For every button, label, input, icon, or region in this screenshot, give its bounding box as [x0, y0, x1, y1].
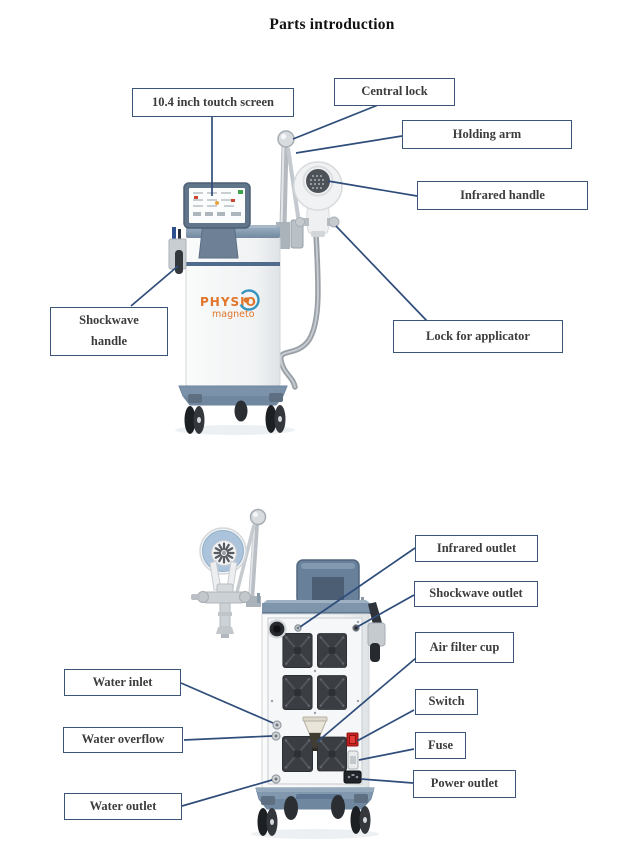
callout-infrared-outlet: Infrared outlet [415, 535, 538, 562]
callout-power-outlet: Power outlet [413, 770, 516, 798]
central-lock-ball [277, 130, 295, 148]
callout-holding-arm: Holding arm [402, 120, 572, 149]
logo-swoosh-icon [238, 289, 260, 311]
line-water-inlet [180, 682, 274, 724]
central-lock-ball-back [249, 508, 267, 526]
callout-holding-arm-label: Holding arm [452, 126, 522, 141]
callout-central-lock-label: Central lock [361, 84, 428, 99]
floor-shadow [175, 425, 295, 435]
applicator-cable [278, 231, 321, 390]
line-shockwave-outlet [356, 594, 415, 628]
caster-wheel-rear-right [331, 795, 345, 819]
callout-air-filter-cup: Air filter cup [415, 632, 514, 663]
water-outlet-port [271, 774, 281, 784]
callout-water-outlet-label: Water outlet [89, 798, 157, 813]
callout-lock-for-applicator-label: Lock for applicator [426, 328, 530, 343]
callout-water-overflow: Water overflow [63, 727, 183, 753]
callout-water-inlet: Water inlet [64, 669, 181, 696]
screen-back [296, 559, 360, 610]
callout-water-outlet: Water outlet [64, 793, 182, 820]
line-power-outlet [360, 778, 414, 784]
holding-arm-back [234, 523, 261, 607]
line-infrared-outlet [299, 547, 416, 628]
caster-wheel-front-left [257, 796, 278, 836]
callout-infrared-handle: Infrared handle [417, 181, 588, 210]
callout-water-overflow-label: Water overflow [81, 732, 165, 747]
applicator-head-back [199, 527, 247, 575]
page-title: Parts introduction [269, 16, 395, 33]
callout-central-lock: Central lock [334, 78, 455, 106]
back-device-illustration [191, 508, 386, 839]
callout-water-inlet-label: Water inlet [92, 674, 153, 689]
infrared-applicator-head [293, 161, 343, 234]
floor-shadow [251, 829, 379, 839]
line-holding-arm [295, 135, 403, 154]
callout-power-outlet-label: Power outlet [430, 776, 499, 791]
touch-screen [183, 182, 251, 229]
line-central-lock [292, 104, 379, 140]
air-filter-cup [302, 716, 328, 751]
ball-highlight [253, 512, 258, 517]
stored-shockwave-handle [367, 602, 386, 662]
line-shockwave-handle [130, 265, 179, 307]
callout-infrared-outlet-label: Infrared outlet [436, 540, 517, 555]
callout-shockwave-handle-label-line1: Shockwave [79, 313, 139, 328]
callout-switch: Switch [415, 689, 478, 715]
physio-magneto-logo: PHYSIO magneto [200, 289, 260, 320]
line-infrared-handle [327, 180, 418, 197]
shockwave-handle-holder [168, 227, 187, 274]
callout-touch-screen-label: 10.4 inch toutch screen [152, 94, 274, 109]
callout-shockwave-handle-label-line2: handle [90, 334, 128, 348]
applicator-yoke [191, 560, 251, 638]
line-air-filter-cup [316, 657, 417, 743]
infrared-emitter-dots [310, 175, 324, 189]
touch-screen-ui [193, 190, 243, 216]
line-fuse [358, 748, 415, 761]
front-device-illustration: PHYSIO magneto [168, 130, 343, 435]
infrared-outlet-connector [267, 619, 287, 639]
line-lock-for-applicator [335, 225, 428, 322]
callout-shockwave-handle: Shockwave handle [50, 307, 168, 356]
line-switch [356, 709, 415, 742]
callout-shockwave-outlet-label: Shockwave outlet [429, 586, 523, 601]
fuse-holder [347, 750, 359, 770]
callout-lock-for-applicator: Lock for applicator [393, 320, 563, 353]
power-switch [346, 732, 359, 747]
logo-sub-text: magneto [212, 309, 255, 320]
callout-shockwave-outlet: Shockwave outlet [414, 581, 538, 607]
caster-wheel-rear-left [284, 796, 298, 820]
callout-touch-screen: 10.4 inch toutch screen [132, 88, 294, 117]
fan-icon [213, 542, 235, 564]
power-outlet-socket [343, 770, 362, 784]
applicator-cable-highlight [279, 233, 319, 388]
logo-dot-icon [243, 297, 250, 303]
callout-fuse: Fuse [415, 732, 466, 759]
callout-lines [130, 104, 428, 807]
line-water-outlet [181, 779, 273, 807]
applicator-lock [295, 216, 340, 237]
callout-infrared-handle-label: Infrared handle [460, 187, 545, 202]
callout-fuse-label: Fuse [428, 737, 453, 752]
line-water-overflow [183, 735, 273, 741]
callout-switch-label: Switch [428, 694, 465, 709]
caster-wheel-rear [234, 400, 248, 422]
callout-air-filter-cup-label: Air filter cup [429, 639, 500, 654]
infrared-outlet-port [294, 624, 302, 632]
water-overflow-port [271, 731, 281, 741]
water-inlet-port [272, 720, 282, 730]
